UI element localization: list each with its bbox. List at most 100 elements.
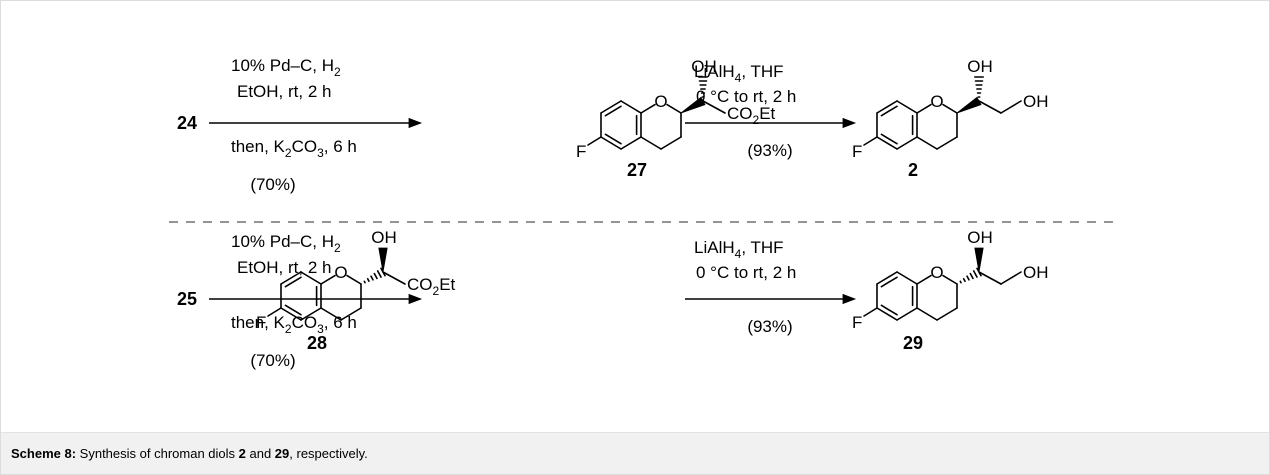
caption-compound-1: 2 [238, 446, 246, 461]
product-1-hydroxyl: OH [967, 57, 993, 76]
intermediate-2-double-bond [284, 276, 302, 288]
product-1-terminal-bond [1000, 100, 1022, 114]
product-2-double-bond [880, 304, 898, 316]
product-2-aromatic-bond [876, 271, 898, 285]
product-1-double-bond [880, 133, 898, 145]
reagent-line-2-row-2: EtOH, rt, 2 h [237, 258, 331, 277]
product-2-aromatic-bond [896, 307, 918, 321]
product-2-terminal-bond [1000, 271, 1022, 285]
product-2-c2-hash-bond [959, 280, 962, 284]
intermediate-1-fluoro-bond [587, 136, 602, 146]
intermediate-label-1: 27 [627, 160, 647, 180]
product-1-ring-bond [936, 136, 958, 150]
intermediate-2-aromatic-bond [280, 307, 302, 321]
condition-line-row-2: then, K2CO3, 6 h [231, 313, 357, 336]
intermediate-1-fluorine-atom: F [576, 142, 586, 161]
intermediate-2-ether-bond [346, 274, 362, 285]
reaction-arrow-1-row-2-head [408, 293, 423, 305]
product-2-ether-bond [916, 274, 932, 285]
product-2-hydroxyl: OH [967, 228, 993, 247]
product-2-chain-bond [978, 271, 1002, 285]
product-2-ring-bond [936, 307, 958, 321]
intermediate-1-ring-oxygen: O [654, 92, 667, 111]
intermediate-2-aromatic-bond [280, 271, 302, 285]
intermediate-2-c2-hash-bond [363, 280, 366, 284]
intermediate-2-ring-bond [340, 307, 362, 321]
intermediate-1-double-bond [604, 105, 622, 117]
intermediate-2-double-bond [284, 304, 302, 316]
reagent-2-line-1-row-1: LiAlH4, THF [694, 62, 784, 85]
product-2-ether-bond [942, 274, 958, 285]
intermediate-2-c2-hash-bond [373, 272, 378, 280]
intermediate-1-aromatic-bond [600, 136, 622, 150]
reagent-2-line-1-row-2: LiAlH4, THF [694, 238, 784, 261]
intermediate-2-ester-group: CO2Et [407, 275, 456, 298]
intermediate-1-double-bond [604, 133, 622, 145]
product-1-terminal-hydroxyl: OH [1023, 92, 1049, 111]
product-1-double-bond [880, 105, 898, 117]
intermediate-1-chain-bond [702, 100, 726, 114]
reagent-line-1-row-2: 10% Pd–C, H2 [231, 232, 341, 255]
product-1-aromatic-bond [876, 100, 898, 114]
reaction-arrow-2-row-1-head [842, 117, 857, 129]
reagent-line-1-row-1: 10% Pd–C, H2 [231, 56, 341, 79]
product-2-c2-hash-bond [962, 277, 966, 283]
intermediate-2-fluoro-bond [267, 307, 282, 317]
reagent-line-2-row-1: EtOH, rt, 2 h [237, 82, 331, 101]
intermediate-1-aromatic-bond [620, 100, 642, 114]
product-1-ring-bond [916, 136, 938, 150]
figure-caption: Scheme 8: Synthesis of chroman diols 2 a… [1, 432, 1269, 474]
product-2-c2-hash-bond [969, 272, 974, 280]
caption-compound-2: 29 [274, 446, 290, 461]
starting-material-1: 24 [177, 113, 197, 133]
product-2-aromatic-bond [876, 307, 898, 321]
intermediate-1-ether-bond [640, 103, 656, 114]
intermediate-1-aromatic-bond [620, 136, 642, 150]
product-1-aromatic-bond [876, 136, 898, 150]
yield-row-2-step-2: (93%) [747, 317, 792, 336]
intermediate-1-ring-bond [640, 136, 662, 150]
intermediate-2-ring-oxygen: O [334, 263, 347, 282]
product-1-ether-bond [942, 103, 958, 114]
caption-prefix: Scheme 8: [11, 446, 77, 461]
reaction-scheme: 24 10% Pd–C, H2 EtOH, rt, 2 h then, K2CO3, … [169, 56, 1113, 370]
reaction-arrow-2-row-2-head [842, 293, 857, 305]
product-2-c2-hash-bond [966, 275, 970, 281]
reaction-arrow-1-row-1-head [408, 117, 423, 129]
yield-row-1-step-2: (93%) [747, 141, 792, 160]
intermediate-1-hydroxyl: OH [691, 57, 717, 76]
caption-text-2: and [245, 446, 275, 461]
condition-line-row-1: then, K2CO3, 6 h [231, 137, 357, 160]
product-label-2: 29 [903, 333, 923, 353]
product-2-double-bond [880, 276, 898, 288]
reagent-2-line-2-row-1: 0 °C to rt, 2 h [696, 87, 796, 106]
product-2-c2-hash-bond [972, 270, 978, 278]
caption-text-1: Synthesis of chroman diols [79, 446, 239, 461]
product-1-aromatic-bond [896, 100, 918, 114]
intermediate-1-ester-group: CO2Et [727, 104, 776, 127]
product-2-oh-wedge-bond [974, 247, 984, 273]
yield-row-1-step-1: (70%) [250, 175, 295, 194]
intermediate-2-ether-bond [320, 274, 336, 285]
product-label-1: 2 [908, 160, 918, 180]
intermediate-2-chain-bond [382, 271, 406, 285]
product-2-fluorine-atom: F [852, 313, 862, 332]
product-1-aromatic-bond [896, 136, 918, 150]
intermediate-label-2: 28 [307, 333, 327, 353]
product-2-aromatic-bond [896, 271, 918, 285]
caption-text-3: , respectively. [289, 446, 368, 461]
product-2-fluoro-bond [863, 307, 878, 317]
product-1-ring-oxygen: O [930, 92, 943, 111]
intermediate-2-aromatic-bond [300, 307, 322, 321]
intermediate-1-ring-bond [660, 136, 682, 150]
product-2-ring-bond [916, 307, 938, 321]
intermediate-2-fluorine-atom: F [256, 313, 266, 332]
intermediate-2-c2-hash-bond [366, 277, 370, 283]
intermediate-2-aromatic-bond [300, 271, 322, 285]
product-1-fluoro-bond [863, 136, 878, 146]
intermediate-2-ring-bond [320, 307, 342, 321]
starting-material-2: 25 [177, 289, 197, 309]
product-1-c2-wedge-bond [956, 96, 982, 114]
product-1-ether-bond [916, 103, 932, 114]
